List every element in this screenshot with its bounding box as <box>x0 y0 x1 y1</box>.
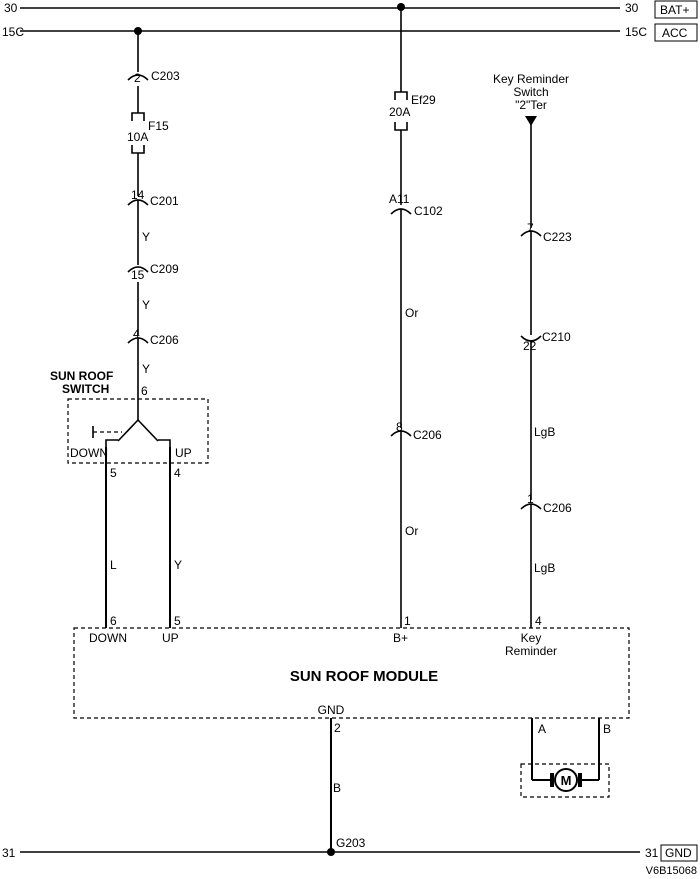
f15-rating: 10A <box>127 130 148 144</box>
ef29-fuse-bottom <box>394 122 408 131</box>
c209-pin: 15 <box>131 268 145 282</box>
left-wire1-color: Y <box>142 230 150 244</box>
switch-down-label: DOWN <box>70 446 108 460</box>
c210-label: C210 <box>542 330 571 344</box>
right-wire1-color: LgB <box>534 425 555 439</box>
bat-badge-box <box>654 0 698 19</box>
module-pin-bplus: 1 <box>404 614 411 628</box>
ef29-fuse-top <box>394 91 408 100</box>
c206-mid-label: C206 <box>413 428 442 442</box>
motor-pin-a: A <box>538 722 546 736</box>
f15-name: F15 <box>148 119 169 133</box>
c209-label: C209 <box>150 262 179 276</box>
c206-right-pin: 1 <box>527 492 534 506</box>
ground-wire-color: B <box>333 781 341 795</box>
f15-fuse-top <box>131 112 145 121</box>
gnd-badge-box <box>660 844 698 862</box>
bat-badge: BAT+ <box>660 3 689 17</box>
mid-wire2-color: Or <box>405 524 418 538</box>
motor-icon <box>554 768 578 792</box>
f15-fuse-bottom <box>131 145 145 154</box>
gnd-rail-right-label: 31 <box>645 846 659 860</box>
module-title: SUN ROOF MODULE <box>290 668 438 685</box>
acc-rail-right-label: 15C <box>625 25 647 39</box>
c206-left-label: C206 <box>150 333 179 347</box>
c210-pin: 22 <box>523 339 537 353</box>
acc-rail-left-label: 15C <box>2 25 24 39</box>
switch-box <box>67 398 209 464</box>
module-key-line2: Reminder <box>505 644 557 658</box>
switch-contact-down <box>117 419 139 442</box>
ground-point-label: G203 <box>336 836 366 850</box>
c206-right-label: C206 <box>543 501 572 515</box>
wire-down-color: L <box>110 558 117 572</box>
c203-label: C203 <box>151 69 180 83</box>
c203-connector <box>127 74 149 81</box>
module-gnd-pin: 2 <box>334 721 341 735</box>
c201-pin: 14 <box>131 188 145 202</box>
module-bplus-label: B+ <box>393 631 408 645</box>
c201-label: C201 <box>150 194 179 208</box>
key-switch-line2: Switch <box>513 85 548 99</box>
switch-pin-top: 6 <box>141 384 148 398</box>
module-gnd-label: GND <box>318 703 345 717</box>
c102-label: C102 <box>414 204 443 218</box>
c206-left-pin: 4 <box>133 327 140 341</box>
acc-badge: ACC <box>662 26 688 40</box>
switch-contact-up <box>137 419 159 442</box>
gnd-badge: GND <box>665 846 692 860</box>
module-pin-key: 4 <box>535 614 542 628</box>
ef29-rating: 20A <box>389 105 410 119</box>
c223-pin: 7 <box>527 221 534 235</box>
motor-pin-b: B <box>603 722 611 736</box>
motor-symbol: M <box>561 773 572 788</box>
key-switch-line3: "2"Ter <box>515 98 547 112</box>
wire-up-color: Y <box>174 558 182 572</box>
motor-brush-right <box>578 773 582 787</box>
key-switch-arrow <box>525 116 537 126</box>
left-wire2-color: Y <box>142 298 150 312</box>
motor-box <box>520 763 610 798</box>
c223-label: C223 <box>543 230 572 244</box>
module-down-label: DOWN <box>89 631 127 645</box>
module-pin-up: 5 <box>174 614 181 628</box>
switch-pin-up: 4 <box>174 466 181 480</box>
switch-up-label: UP <box>175 446 192 460</box>
module-up-label: UP <box>162 631 179 645</box>
bat-rail-right-label: 30 <box>625 1 639 15</box>
bat-rail-left-label: 30 <box>4 1 18 15</box>
c203-pin: 2 <box>134 71 141 85</box>
ef29-name: Ef29 <box>411 93 436 107</box>
gnd-rail-left-label: 31 <box>2 846 16 860</box>
switch-up-terminal <box>158 439 171 447</box>
diagram-id: V6B15068 <box>646 865 697 877</box>
c209-connector <box>127 266 149 273</box>
c102-pin: A11 <box>389 192 410 206</box>
switch-title-line1: SUN ROOF <box>50 369 113 383</box>
c206-mid-pin: 8 <box>396 420 403 434</box>
motor-brush-left <box>550 773 554 787</box>
module-key-line1: Key <box>521 631 542 645</box>
right-wire2-color: LgB <box>534 561 555 575</box>
left-wire3-color: Y <box>142 362 150 376</box>
switch-title-line2: SWITCH <box>62 382 109 396</box>
switch-pin-down: 5 <box>110 466 117 480</box>
acc-badge-box <box>654 23 698 42</box>
mid-wire1-color: Or <box>405 306 418 320</box>
module-pin-down: 6 <box>110 614 117 628</box>
key-switch-line1: Key Reminder <box>493 72 569 86</box>
switch-down-terminal <box>105 439 118 447</box>
